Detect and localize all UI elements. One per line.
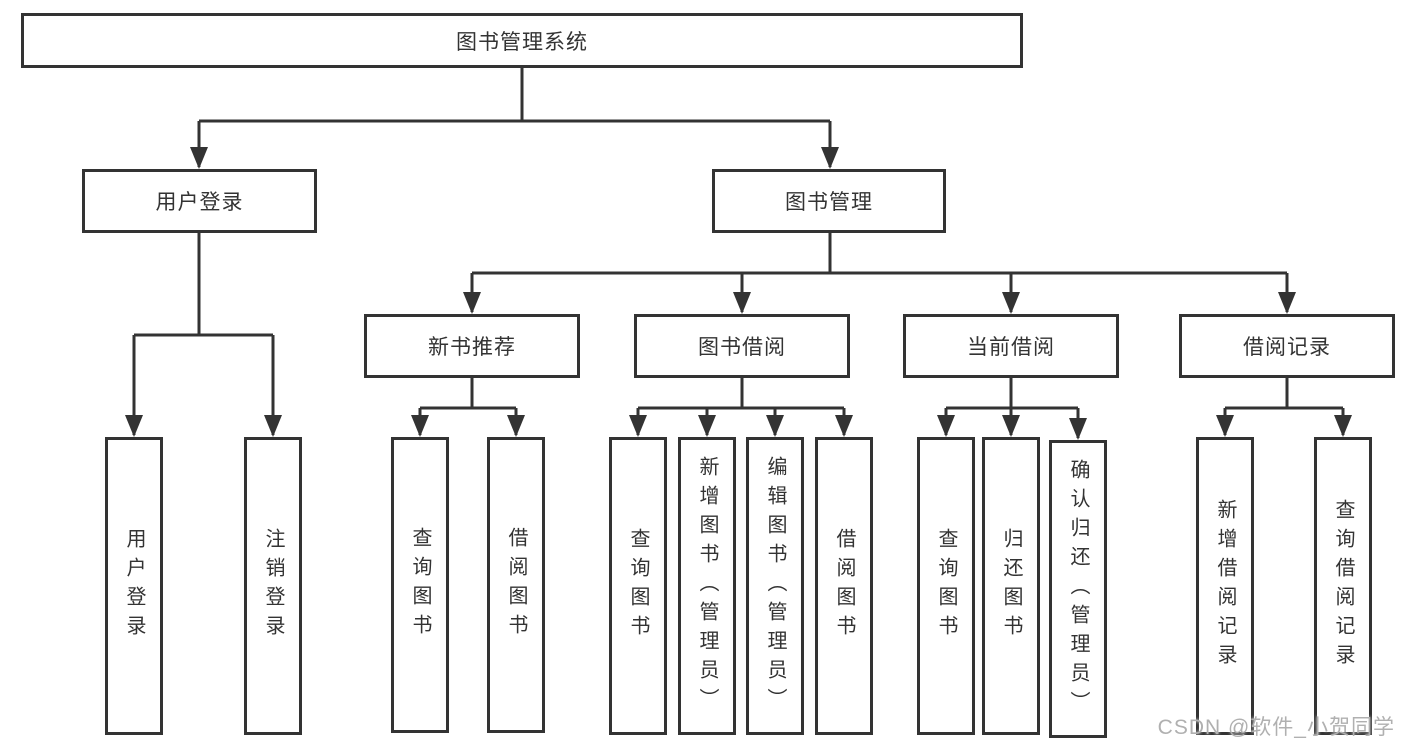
- arrowhead-icon: [698, 415, 716, 437]
- arrowhead-icon: [190, 147, 208, 169]
- node-borrow-borrow-books: 借阅图书: [815, 437, 873, 735]
- node-borrow-query-books: 查询图书: [609, 437, 667, 735]
- node-logout: 注销登录: [244, 437, 302, 735]
- node-confirm-return-admin: 确认归还（管理员）: [1049, 440, 1107, 738]
- arrowhead-icon: [411, 415, 429, 437]
- node-add-borrow-record: 新增借阅记录: [1196, 437, 1254, 735]
- arrowhead-icon: [264, 415, 282, 437]
- node-rec-borrow-books: 借阅图书: [487, 437, 545, 733]
- node-borrowing-records: 借阅记录: [1179, 314, 1395, 378]
- arrowhead-icon: [937, 415, 955, 437]
- node-new-book-recommendation: 新书推荐: [364, 314, 580, 378]
- node-return-books: 归还图书: [982, 437, 1040, 735]
- csdn-watermark: CSDN @软件_小贺同学: [1157, 716, 1395, 739]
- arrowhead-icon: [125, 415, 143, 437]
- node-book-borrowing: 图书借阅: [634, 314, 850, 378]
- node-add-books-admin: 新增图书（管理员）: [678, 437, 736, 735]
- node-rec-query-books: 查询图书: [391, 437, 449, 733]
- node-query-borrow-record: 查询借阅记录: [1314, 437, 1372, 735]
- node-book-management: 图书管理: [712, 169, 946, 233]
- arrowhead-icon: [629, 415, 647, 437]
- node-user-login: 用户登录: [82, 169, 317, 233]
- arrowhead-icon: [1216, 415, 1234, 437]
- node-current-query-books: 查询图书: [917, 437, 975, 735]
- arrowhead-icon: [507, 415, 525, 437]
- arrowhead-icon: [1278, 292, 1296, 314]
- arrowhead-icon: [733, 292, 751, 314]
- node-edit-books-admin: 编辑图书（管理员）: [746, 437, 804, 735]
- node-library-management-system: 图书管理系统: [21, 13, 1023, 68]
- node-login: 用户登录: [105, 437, 163, 735]
- arrowhead-icon: [1002, 415, 1020, 437]
- arrowhead-icon: [1069, 418, 1087, 440]
- arrowhead-icon: [835, 415, 853, 437]
- arrowhead-icon: [821, 147, 839, 169]
- connector-path: [132, 68, 1345, 438]
- arrowhead-icon: [1334, 415, 1352, 437]
- node-current-borrowing: 当前借阅: [903, 314, 1119, 378]
- arrowheads: [125, 147, 1352, 440]
- arrowhead-icon: [463, 292, 481, 314]
- arrowhead-icon: [766, 415, 784, 437]
- arrowhead-icon: [1002, 292, 1020, 314]
